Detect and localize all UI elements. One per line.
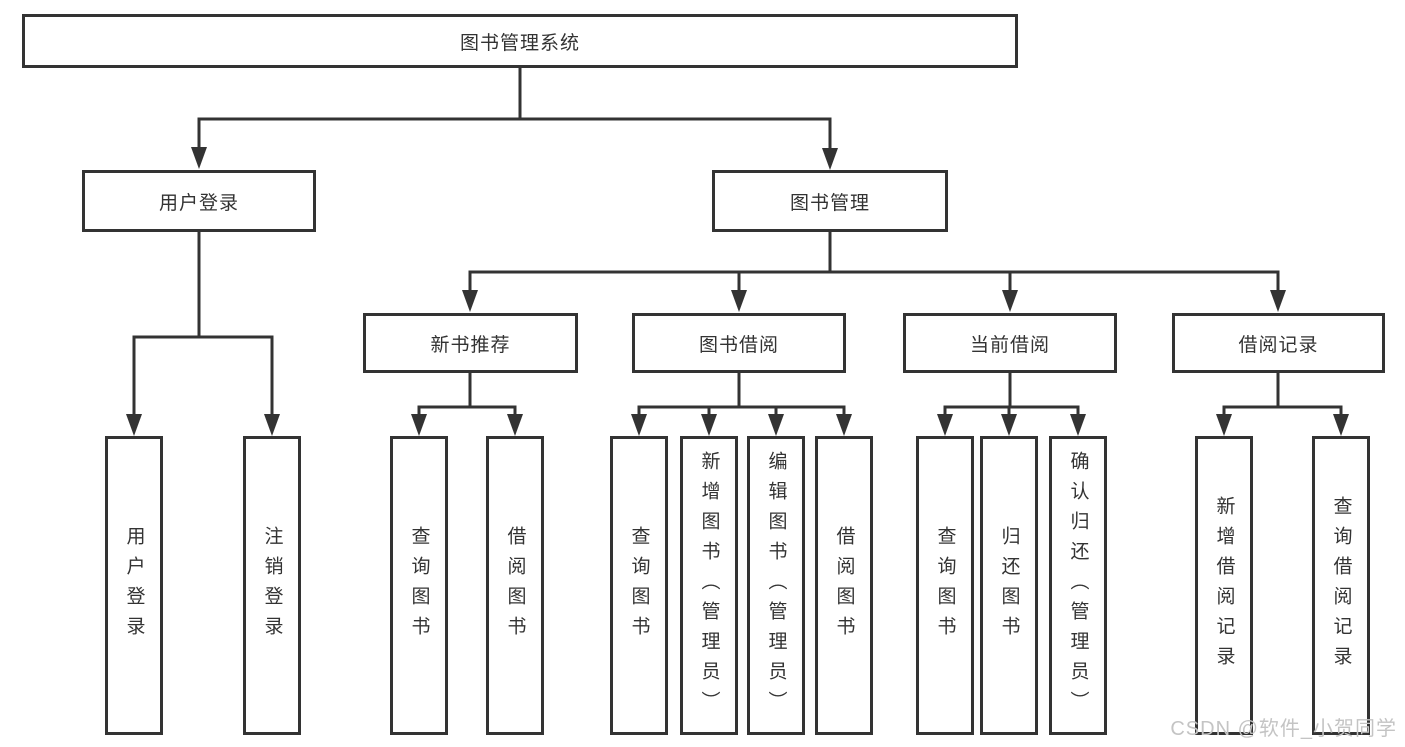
leaf-nbr-query-book: 查询图书	[390, 436, 448, 735]
connector-root-to-level2	[191, 68, 838, 170]
leaf-label: 借阅图书	[504, 525, 526, 646]
node-book-management: 图书管理	[712, 170, 948, 232]
connector-current-borrowing-to-leaves	[937, 373, 1086, 436]
connector-user-login-to-leaves	[126, 232, 280, 436]
connector-new-book-recommend-to-leaves	[411, 373, 523, 436]
node-current-borrowing: 当前借阅	[903, 313, 1117, 373]
connector-book-borrowing-to-leaves	[631, 373, 852, 436]
leaf-user-login: 用户登录	[105, 436, 163, 735]
connector-book-management-to-level3	[462, 232, 1286, 312]
leaf-cb-return-book: 归还图书	[980, 436, 1038, 735]
leaf-label: 查询图书	[628, 525, 650, 646]
leaf-label: 查询图书	[408, 525, 430, 646]
node-library-management-system: 图书管理系统	[22, 14, 1018, 68]
leaf-cb-confirm-return: 确认归还（管理员）	[1049, 436, 1107, 735]
leaf-label: 确认归还（管理员）	[1067, 450, 1089, 721]
leaf-br-add-record: 新增借阅记录	[1195, 436, 1253, 735]
leaf-label: 新增借阅记录	[1213, 495, 1235, 676]
leaf-label: 查询借阅记录	[1330, 495, 1352, 676]
leaf-br-query-record: 查询借阅记录	[1312, 436, 1370, 735]
leaf-bb-borrow-book: 借阅图书	[815, 436, 873, 735]
leaf-bb-edit-book: 编辑图书（管理员）	[747, 436, 805, 735]
connector-borrowing-records-to-leaves	[1216, 373, 1349, 436]
leaf-label: 编辑图书（管理员）	[765, 450, 787, 721]
leaf-label: 新增图书（管理员）	[698, 450, 720, 721]
node-new-book-recommend: 新书推荐	[363, 313, 578, 373]
node-book-borrowing: 图书借阅	[632, 313, 846, 373]
node-user-login: 用户登录	[82, 170, 316, 232]
leaf-label: 查询图书	[934, 525, 956, 646]
leaf-label: 用户登录	[123, 525, 145, 646]
leaf-label: 归还图书	[998, 525, 1020, 646]
leaf-logout: 注销登录	[243, 436, 301, 735]
leaf-label: 借阅图书	[833, 525, 855, 646]
csdn-watermark: CSDN @软件_小贺同学	[1170, 718, 1397, 740]
leaf-bb-query-book: 查询图书	[610, 436, 668, 735]
leaf-cb-query-book: 查询图书	[916, 436, 974, 735]
leaf-nbr-borrow-book: 借阅图书	[486, 436, 544, 735]
node-borrowing-records: 借阅记录	[1172, 313, 1385, 373]
leaf-label: 注销登录	[261, 525, 283, 646]
leaf-bb-add-book: 新增图书（管理员）	[680, 436, 738, 735]
